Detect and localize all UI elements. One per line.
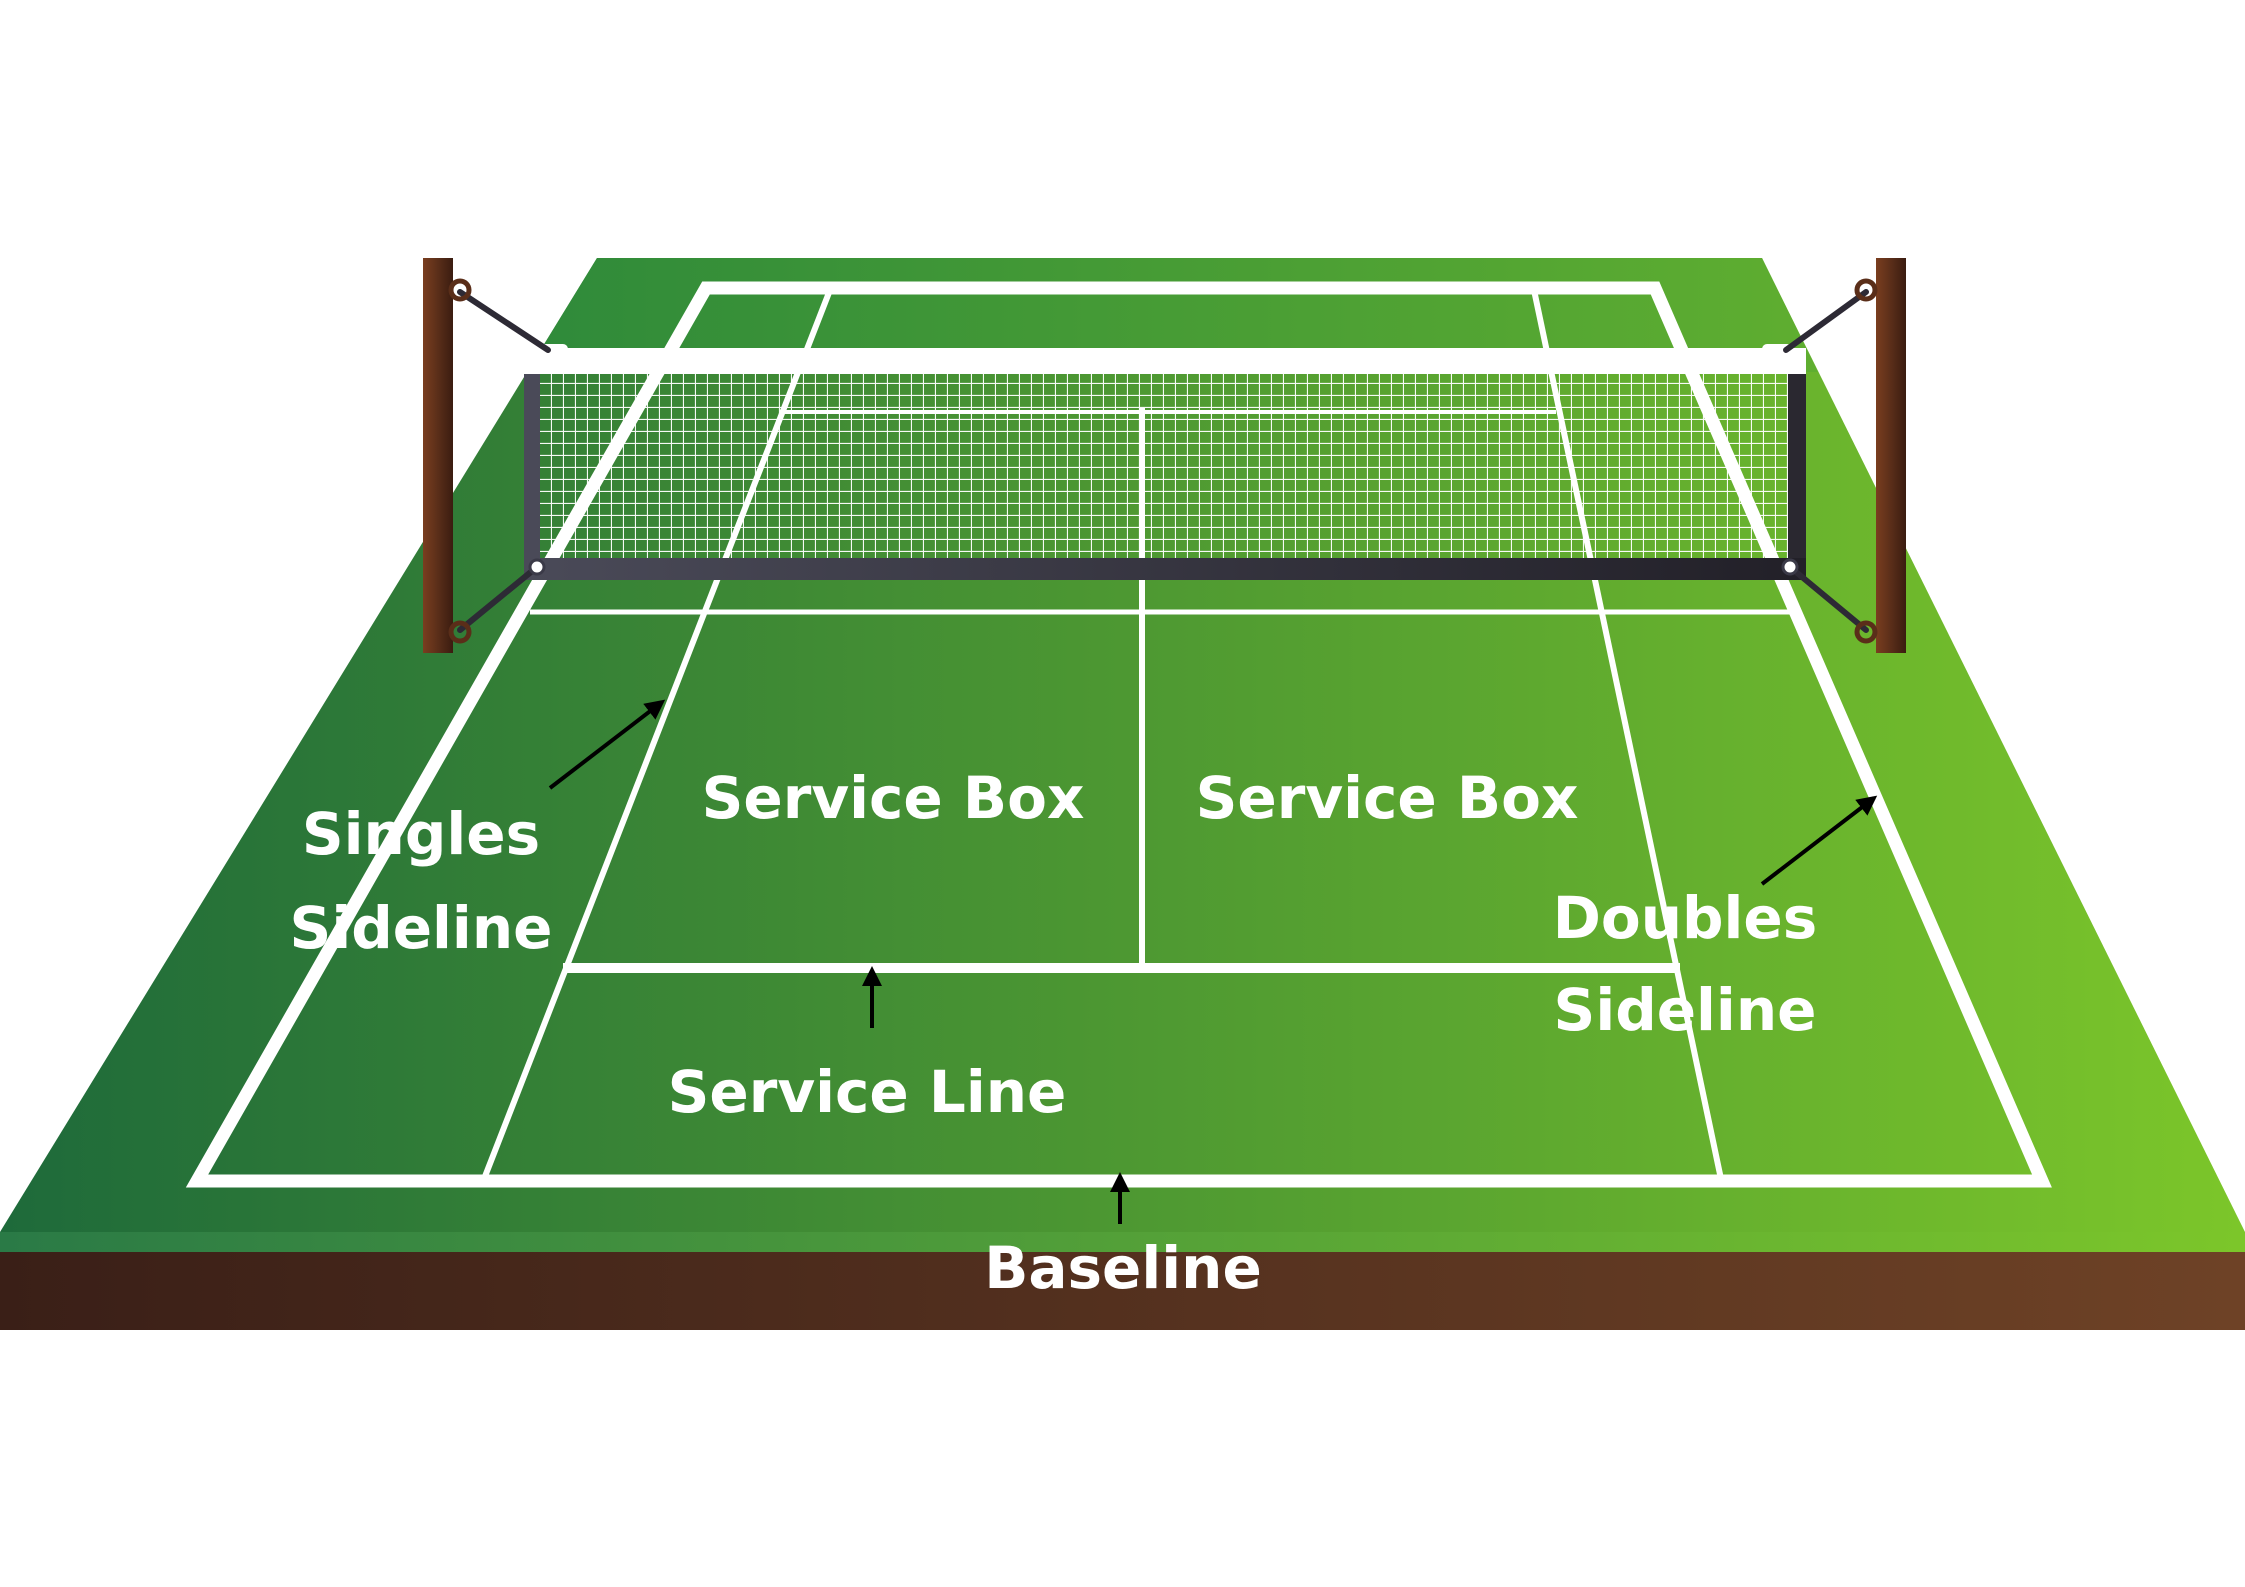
net-top-tab-right	[1762, 344, 1792, 356]
label-service-box-left: Service Box	[702, 764, 1085, 832]
guy-ropes	[457, 289, 1869, 633]
annotation-arrows	[548, 699, 1878, 1224]
label-service-line: Service Line	[668, 1058, 1067, 1126]
label-singles-sideline-2: Sideline	[290, 894, 553, 962]
soil-base	[0, 1252, 2245, 1330]
arrow-doubles-sideline	[1760, 795, 1878, 886]
net-top-band	[524, 348, 1806, 374]
net-mesh	[536, 372, 1790, 567]
doubles-boundary	[185, 281, 2052, 1188]
arrow-singles-sideline	[548, 699, 666, 790]
net-frame-left	[524, 372, 540, 580]
label-singles-sideline-1: Singles	[302, 800, 540, 868]
court-labels: Singles Sideline Service Box Service Box…	[290, 764, 1818, 1302]
net-rings	[528, 558, 1799, 576]
label-baseline: Baseline	[984, 1234, 1262, 1302]
rope-rings	[448, 278, 1878, 644]
court-edge-strip	[0, 1232, 2245, 1252]
label-doubles-sideline-1: Doubles	[1553, 884, 1818, 952]
net-bottom-band	[524, 558, 1806, 580]
label-doubles-sideline-2: Sideline	[1554, 976, 1817, 1044]
net-post-right	[1876, 258, 1906, 653]
net-post-left	[423, 258, 453, 653]
tennis-net	[524, 344, 1806, 580]
net-frame-right	[1788, 372, 1806, 580]
label-service-box-right: Service Box	[1196, 764, 1579, 832]
